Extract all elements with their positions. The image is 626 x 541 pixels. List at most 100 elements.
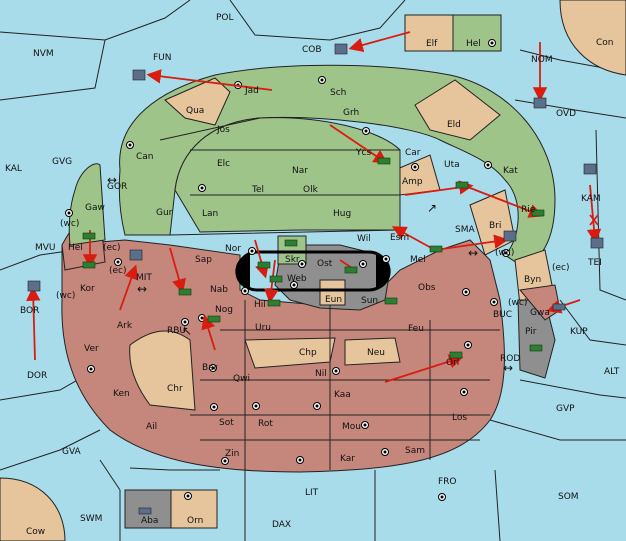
supply-centre-dot xyxy=(292,283,296,287)
sea-label-rbu: RBU xyxy=(167,326,186,336)
land-label-sap: Sap xyxy=(195,255,212,265)
supply-centre-dot xyxy=(116,260,120,264)
land-label-sun: Sun xyxy=(361,296,378,306)
supply-centre-dot xyxy=(486,163,490,167)
supply-centre-dot xyxy=(413,165,417,169)
sea-label-lit: LIT xyxy=(305,488,319,498)
land-label-obs: Obs xyxy=(418,283,436,293)
land-label-pir: Pir xyxy=(525,327,537,337)
land-label-wc1: (wc) xyxy=(60,219,79,229)
land-label-feu: Feu xyxy=(408,324,424,334)
sea-label-swm: SWM xyxy=(80,514,102,524)
land-label-wc2: (wc) xyxy=(495,248,514,258)
sea-label-rod: ROD xyxy=(500,354,520,364)
sea-label-kam: KAM xyxy=(581,194,601,204)
land-label-kat: Kat xyxy=(503,166,518,176)
land-label-ver: Ver xyxy=(84,344,99,354)
land-label-kaa: Kaa xyxy=(334,390,351,400)
sea-label-alt: ALT xyxy=(604,367,620,377)
land-label-sam: Sam xyxy=(405,446,425,456)
sea-label-gvg: GVG xyxy=(52,157,72,167)
supply-centre-dot xyxy=(298,458,302,462)
sea-label-som: SOM xyxy=(558,492,579,502)
land-label-qua: Qua xyxy=(186,106,204,116)
land-label-orl: Orl xyxy=(446,358,459,368)
land-label-gwa: Gwa xyxy=(530,308,550,318)
supply-centre-dot xyxy=(364,129,368,133)
land-label-lan: Lan xyxy=(202,209,218,219)
land-label-amp: Amp xyxy=(402,177,423,187)
land-label-aba: Aba xyxy=(141,516,158,526)
land-label-uru: Uru xyxy=(255,323,271,333)
land-label-nog: Nog xyxy=(215,305,233,315)
supply-centre-dot xyxy=(363,423,367,427)
land-label-chr: Chr xyxy=(167,384,183,394)
land-label-mou: Mou xyxy=(342,422,361,432)
land-label-ken: Ken xyxy=(113,389,130,399)
land-label-ost: Ost xyxy=(317,259,333,269)
sea-label-pol: POL xyxy=(216,13,234,23)
sea-label-gvp: GVP xyxy=(556,404,575,414)
land-label-nab: Nab xyxy=(210,285,228,295)
land-label-los: Los xyxy=(452,413,467,423)
supply-centre-dot xyxy=(243,289,247,293)
land-label-nor: Nor xyxy=(225,244,241,254)
units xyxy=(27,43,604,515)
sea-label-kup: KUP xyxy=(570,327,588,337)
supply-centre-dot xyxy=(315,404,319,408)
supply-centre-dot xyxy=(200,186,204,190)
supply-centre-dot xyxy=(254,404,258,408)
supply-centre-dot xyxy=(300,262,304,266)
land-label-jad: Jad xyxy=(244,86,259,96)
land-label-skr: Skr xyxy=(285,255,300,265)
svg-text:↗: ↗ xyxy=(427,201,437,215)
sea-label-mvu: MVU xyxy=(35,243,56,253)
land-label-byn: Byn xyxy=(524,275,541,285)
sea-label-bor: BOR xyxy=(20,306,39,316)
supply-centre-dot xyxy=(183,320,187,324)
supply-centre-dot xyxy=(200,316,204,320)
supply-centre-dot xyxy=(212,405,216,409)
land-label-wil: Wil xyxy=(357,234,371,244)
land-label-rot: Rot xyxy=(258,419,273,429)
convoy-links: ↔ ↔ ↗ ↔ ↖ ↔ xyxy=(107,173,513,375)
svg-text:↔: ↔ xyxy=(468,246,478,260)
land-label-chp: Chp xyxy=(299,348,317,358)
sea-label-tei: TEI xyxy=(587,258,602,268)
supply-centres xyxy=(65,39,510,501)
land-label-hel: Hel xyxy=(466,39,481,49)
supply-centre-dot xyxy=(466,343,470,347)
land-label-wc3: (wc) xyxy=(56,291,75,301)
land-label-car: Car xyxy=(405,148,421,158)
land-label-nar: Nar xyxy=(292,166,308,176)
svg-text:↔: ↔ xyxy=(137,282,147,296)
supply-centre-dot xyxy=(186,494,190,498)
supply-centre-dot xyxy=(464,290,468,294)
land-label-grh: Grh xyxy=(343,108,359,118)
supply-centre-dot xyxy=(250,249,254,253)
land-label-jos: Jos xyxy=(216,125,230,135)
land-label-tel: Tel xyxy=(251,185,264,195)
supply-centre-dot xyxy=(67,211,71,215)
sea-label-nom: NOM xyxy=(531,55,553,65)
supply-centre-dot xyxy=(89,367,93,371)
sea-label-buc: BUC xyxy=(493,310,512,320)
land-label-wc4: (wc) xyxy=(508,298,527,308)
land-label-kor: Kor xyxy=(80,284,95,294)
supply-centre-dot xyxy=(462,390,466,394)
supply-centre-dot xyxy=(334,369,338,373)
land-label-ark: Ark xyxy=(117,321,133,331)
land-label-nil: Nil xyxy=(315,369,327,379)
land-label-ec2: (ec) xyxy=(109,266,127,276)
land-label-hug: Hug xyxy=(333,209,351,219)
land-label-can: Can xyxy=(136,152,154,162)
sea-label-fun: FUN xyxy=(153,53,172,63)
sea-label-dax: DAX xyxy=(272,520,291,530)
land-labels: Con Elf Hel Jad Sch Qua Jos Grh Eld Can … xyxy=(26,38,614,537)
supply-centre-dot xyxy=(384,257,388,261)
land-label-sch: Sch xyxy=(330,88,346,98)
sea-label-fro: FRO xyxy=(438,477,457,487)
sea-label-sma: SMA xyxy=(455,225,475,235)
land-label-elf: Elf xyxy=(426,39,438,49)
